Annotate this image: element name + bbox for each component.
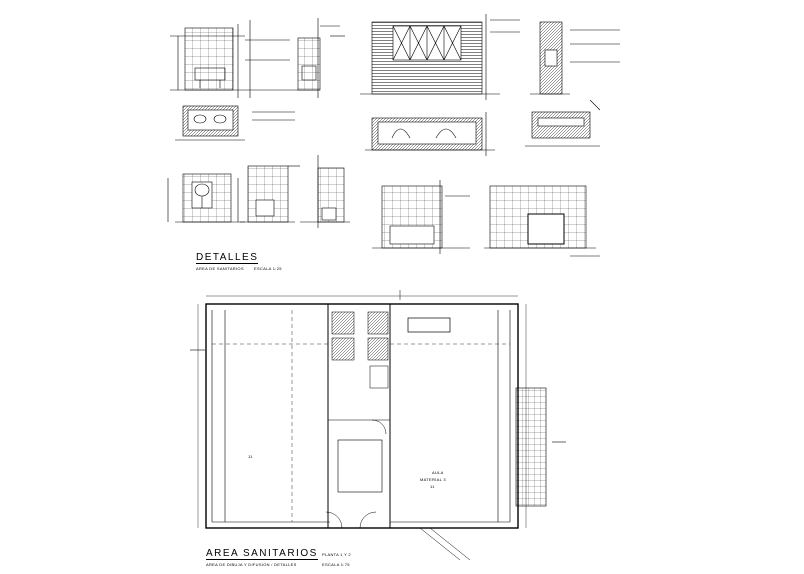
detail-elevation-4	[240, 165, 300, 223]
detail-wall-section	[530, 21, 620, 95]
detail-elevation-1	[170, 20, 320, 98]
plan-title: AREA SANITARIOS	[206, 548, 318, 560]
detail-elevation-3	[167, 173, 245, 223]
details-subtitle: AREA DE SANITARIOS	[196, 266, 244, 271]
details-scale: ESCALA 1:25	[254, 266, 282, 271]
detail-counter-section	[525, 99, 601, 147]
detail-plan-sinks	[365, 112, 495, 156]
plan-subtitle: AREA DE DIBUJA Y DIFUSION / DETALLES	[206, 562, 297, 567]
detail-elevation-6	[372, 180, 470, 254]
room-number-left: 11	[248, 454, 253, 459]
room-sublabel: MATERIAL 3	[420, 477, 446, 482]
plan-ref: PLANTA 1 Y 2	[322, 552, 351, 557]
floor-plan	[190, 290, 566, 561]
details-title: DETALLES	[196, 252, 259, 264]
room-label: AULA	[432, 470, 444, 475]
plan-scale: ESCALA 1:75	[322, 562, 350, 567]
detail-elevation-2	[297, 18, 345, 98]
room-number-right: 11	[430, 484, 435, 489]
detail-elevation-7	[484, 185, 600, 257]
detail-elevation-5	[300, 155, 350, 228]
detail-plan-lavabos	[175, 105, 295, 141]
detail-window-elevation	[360, 14, 520, 100]
